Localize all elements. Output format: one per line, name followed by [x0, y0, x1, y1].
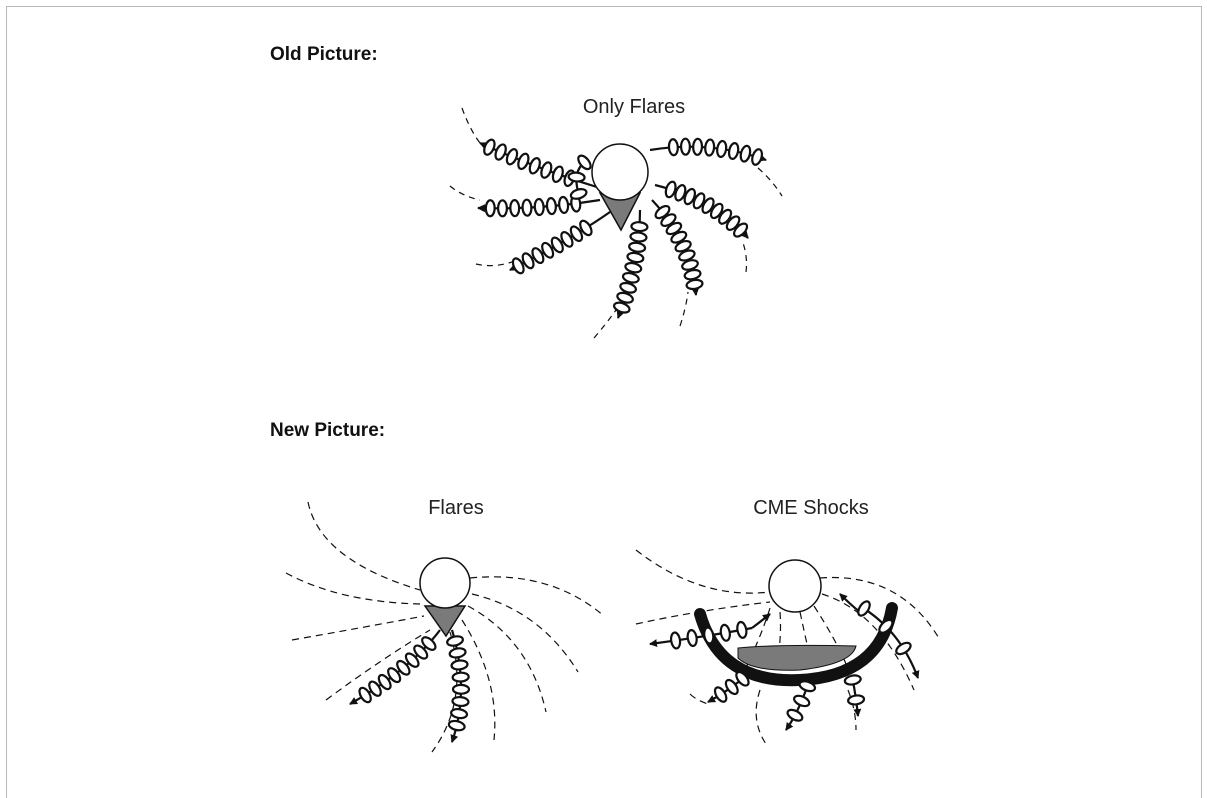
- coil-loop: [705, 139, 715, 156]
- coil-loop: [493, 143, 507, 161]
- coil-loop: [451, 660, 468, 671]
- coil-loop: [568, 172, 585, 182]
- coil-loop: [894, 640, 912, 656]
- coil-loop: [570, 187, 588, 200]
- flares-particle-streams: [350, 630, 461, 742]
- coil-loop: [452, 672, 468, 682]
- coil-loop: [686, 279, 703, 290]
- coil-loop: [750, 148, 763, 166]
- coil-loop: [510, 200, 519, 216]
- coil-loop: [452, 696, 469, 706]
- coil-loop: [534, 199, 544, 216]
- coil-loop: [786, 708, 804, 723]
- coil-loop: [681, 139, 690, 155]
- coil-loop: [528, 157, 542, 175]
- coil-loop: [482, 138, 496, 156]
- sun-old: [592, 144, 648, 200]
- coil-loop: [630, 232, 647, 243]
- cme-region: [738, 645, 856, 670]
- new-flares-diagram: [286, 502, 604, 752]
- coil-loop: [505, 148, 519, 166]
- coil-loop: [558, 197, 568, 214]
- flares-coil-loops: [357, 635, 469, 732]
- coil-loop: [551, 165, 565, 183]
- coil-loop: [716, 140, 727, 157]
- coil-loop: [486, 200, 495, 216]
- coil-loop: [793, 694, 811, 708]
- sun-flares: [420, 558, 470, 608]
- coil-loop: [625, 262, 643, 274]
- coil-loop: [546, 198, 556, 215]
- coil-loop: [668, 139, 678, 156]
- coil-loop: [448, 719, 466, 731]
- coil-loop: [629, 242, 646, 253]
- coil-loop: [693, 139, 702, 155]
- coil-loop: [539, 161, 553, 179]
- coil-loop: [736, 621, 748, 638]
- new-cme-shocks-diagram: [636, 550, 940, 744]
- coil-loop: [449, 647, 466, 659]
- coil-loop: [631, 222, 648, 232]
- coil-loop: [446, 635, 464, 647]
- coil-loop: [498, 200, 507, 216]
- coil-loop: [856, 599, 872, 617]
- coil-loop: [728, 142, 740, 159]
- coil-loop: [670, 632, 681, 649]
- coil-loop: [687, 629, 698, 646]
- coil-loop: [453, 685, 469, 694]
- old-picture-diagram: [450, 108, 782, 338]
- coil-loop: [720, 624, 731, 641]
- coil-loop: [450, 708, 467, 719]
- flare-region-new: [425, 606, 465, 636]
- coil-loop: [739, 145, 752, 163]
- coil-loop: [516, 152, 530, 170]
- coil-loop: [627, 252, 644, 264]
- coil-loop: [522, 200, 532, 216]
- sun-cme: [769, 560, 821, 612]
